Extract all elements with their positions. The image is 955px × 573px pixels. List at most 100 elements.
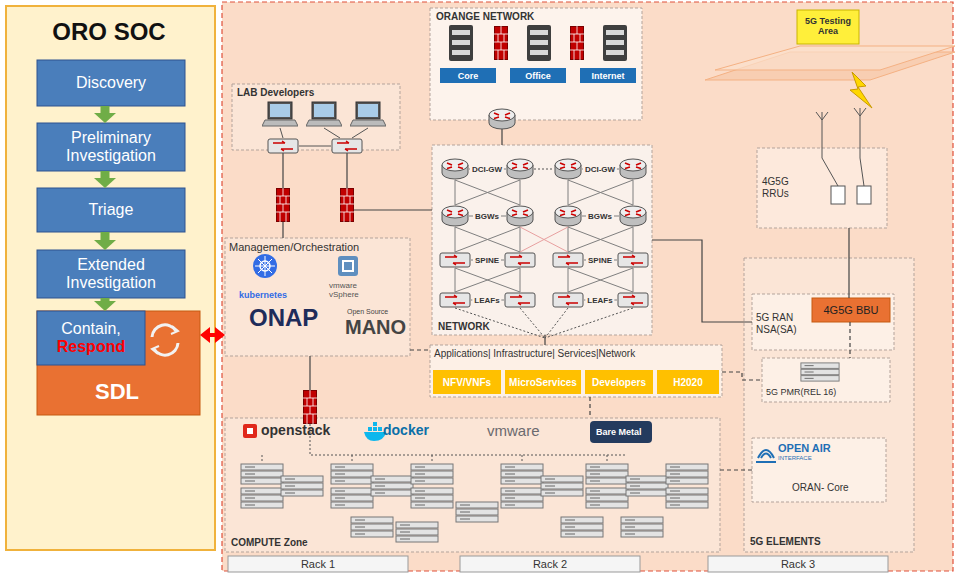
rect-shape xyxy=(368,427,372,431)
node-label: LAB Developers xyxy=(237,87,314,98)
node-label: ONAP xyxy=(249,304,318,332)
server-icon xyxy=(586,464,628,484)
link-line xyxy=(722,372,762,380)
server-icon xyxy=(241,464,283,484)
process-box: Contain,Respond xyxy=(37,311,145,365)
part-label: BGWs xyxy=(586,212,614,221)
service-band: Applications| Infrastructure| Services|N… xyxy=(430,345,722,397)
node-fill xyxy=(232,84,400,150)
node-label: 5G ELEMENTS xyxy=(750,536,821,547)
rect-shape xyxy=(831,186,845,204)
node-fill xyxy=(657,370,719,394)
network-tag: Office xyxy=(510,68,566,83)
router-icon xyxy=(555,206,581,226)
node-fill xyxy=(6,6,215,550)
server-icon xyxy=(331,464,373,484)
link-line xyxy=(589,397,590,418)
switch-icon xyxy=(440,253,470,267)
polygon-shape xyxy=(715,46,955,70)
node-fill xyxy=(812,298,890,322)
node-label: Rack 1 xyxy=(301,558,335,570)
node-fill xyxy=(37,311,200,415)
rect-shape xyxy=(590,421,652,443)
switch-icon xyxy=(505,293,535,307)
server-icon xyxy=(396,522,438,542)
node-label: Open Source xyxy=(347,308,388,315)
node-label: Developers xyxy=(592,377,646,388)
use-shape xyxy=(570,26,584,60)
node-label: Internet xyxy=(591,71,624,81)
node-fill xyxy=(37,60,185,106)
node-fill xyxy=(225,238,410,356)
node-fill xyxy=(225,418,720,552)
node-label: NFV/VNFs xyxy=(443,377,491,388)
node-label: INTERFACE xyxy=(778,455,812,461)
node-label: MicroServices xyxy=(509,377,577,388)
rect-shape xyxy=(373,422,377,426)
compute-region: COMPUTE ZoneopenstackdockervmwareBare Me… xyxy=(225,418,720,552)
part-label: BGWs xyxy=(473,212,501,221)
use-shape xyxy=(268,139,298,153)
node-label: docker xyxy=(383,422,429,438)
server-icon xyxy=(331,488,373,508)
node-label: vmware xyxy=(487,422,540,439)
cycle-icon xyxy=(152,325,178,355)
server-icon xyxy=(456,502,498,522)
use-shape xyxy=(332,139,362,153)
node-fill xyxy=(440,68,496,83)
server-icon xyxy=(666,488,708,508)
node-label: kubernetes xyxy=(239,290,287,300)
service-box: Developers xyxy=(585,370,653,394)
server-icon xyxy=(411,488,453,508)
use-shape xyxy=(306,102,342,126)
link-line xyxy=(347,150,432,210)
link-line xyxy=(652,240,752,322)
server-icon xyxy=(621,517,663,537)
use-shape xyxy=(527,25,551,61)
node-fill xyxy=(757,148,887,228)
server-icon xyxy=(666,464,708,484)
router-icon xyxy=(442,159,468,179)
radio-devices xyxy=(705,46,955,462)
node-fill xyxy=(585,370,653,394)
5g-region: 5G ELEMENTS5G RAN NSA(SA)4G5G BBU5G PMR(… xyxy=(744,258,914,552)
link-line xyxy=(720,469,752,470)
lab-region xyxy=(222,2,953,571)
path-shape xyxy=(364,432,386,441)
node-label: 4G5G BBU xyxy=(823,304,878,316)
rect-shape xyxy=(857,186,871,204)
node-label: Discovery xyxy=(76,74,146,92)
node-label: Managemen/Orchestration xyxy=(229,241,359,253)
use-shape xyxy=(489,109,515,129)
lab-devices xyxy=(262,102,386,222)
node-fill xyxy=(432,145,652,335)
path-shape xyxy=(816,108,866,186)
node-fill xyxy=(762,358,890,402)
switch-icon xyxy=(618,293,648,307)
path-shape xyxy=(756,450,776,462)
compute-devices xyxy=(241,390,708,542)
part-label: SPINE xyxy=(586,256,614,265)
rect-shape xyxy=(343,261,353,271)
part-label: DCI-GW xyxy=(470,165,504,174)
use-shape xyxy=(449,25,473,61)
part-label: SPINE xyxy=(473,256,501,265)
service-box: H2020 xyxy=(657,370,719,394)
node-label: openstack xyxy=(261,422,330,438)
router-icon xyxy=(555,159,581,179)
server-icon xyxy=(371,476,413,496)
node-fill xyxy=(430,8,642,120)
router-icon xyxy=(507,159,533,179)
flow-arrow xyxy=(101,232,110,240)
switch-icon xyxy=(553,253,583,267)
rect-shape xyxy=(338,256,358,276)
path-shape xyxy=(152,326,178,354)
network-fabric xyxy=(440,159,648,338)
server-icon xyxy=(626,476,668,496)
node-fill xyxy=(744,258,914,552)
use-shape xyxy=(276,188,290,222)
process-box: Triage xyxy=(37,188,185,232)
router-icon xyxy=(507,206,533,226)
rack-bar: Rack 3 xyxy=(708,556,888,572)
